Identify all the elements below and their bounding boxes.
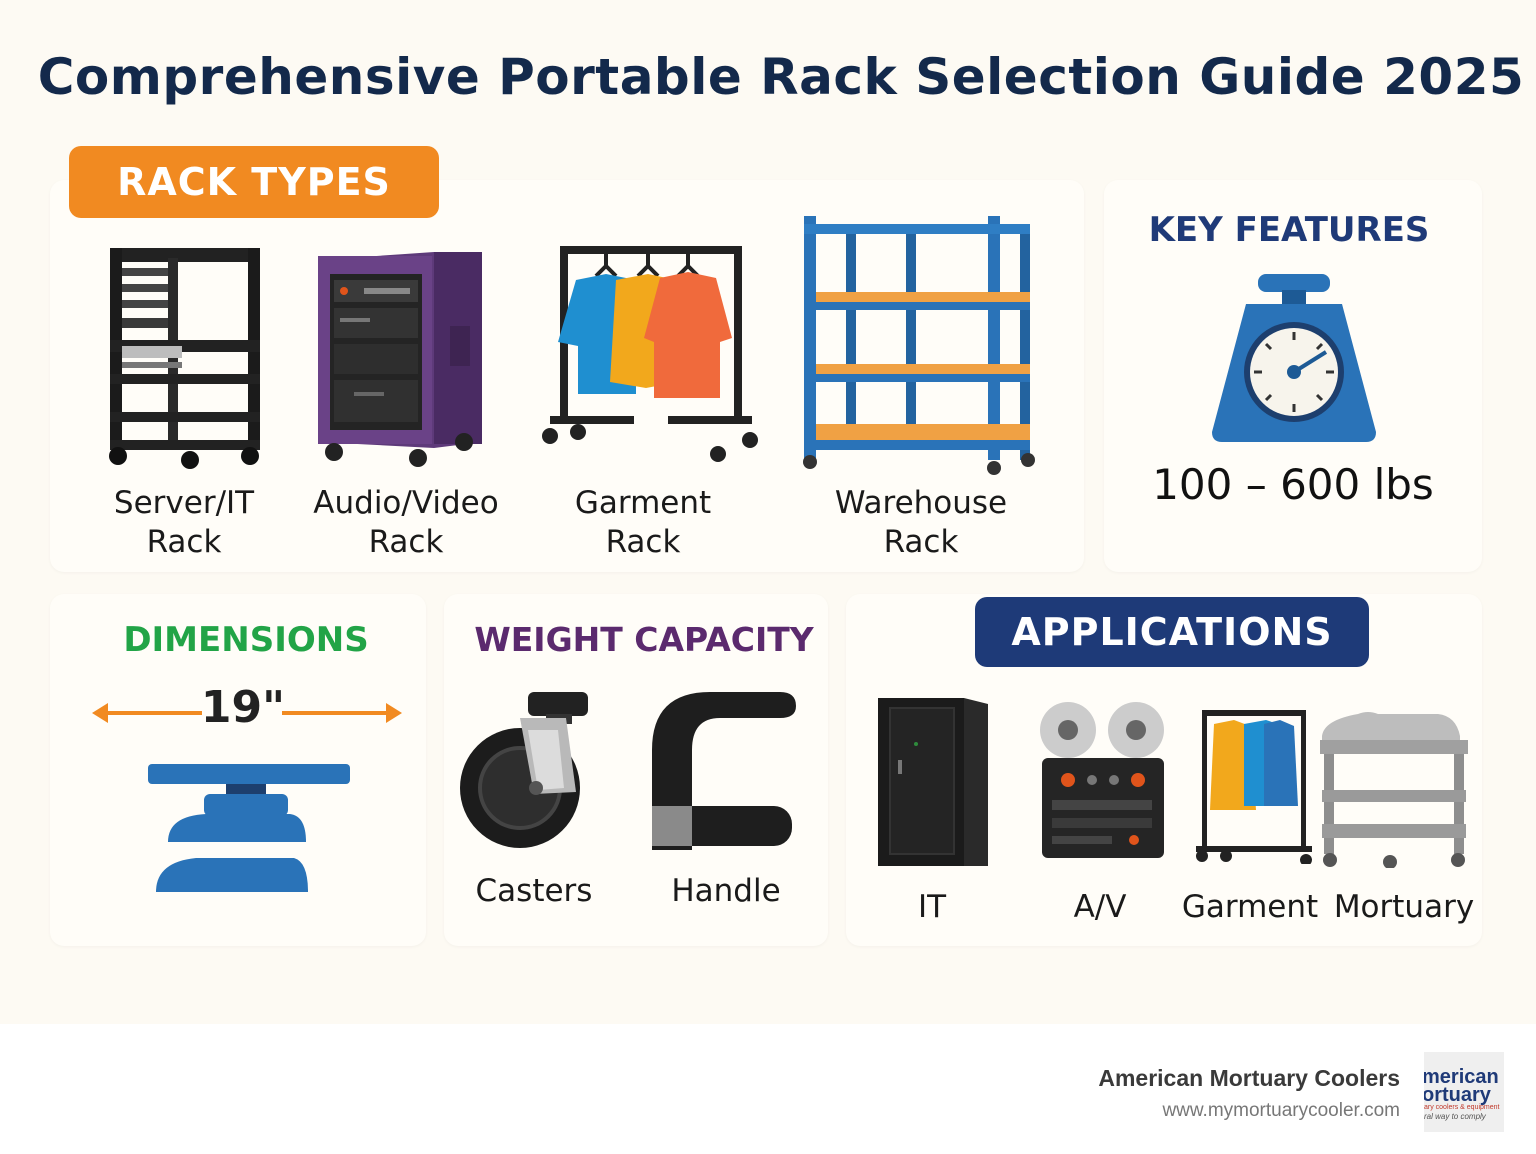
av-rack-icon — [314, 246, 484, 470]
small-garment-rack-icon — [1194, 706, 1314, 864]
reel-to-reel-icon — [1038, 700, 1168, 864]
rack-type-label-line2: Rack — [146, 524, 222, 560]
footer — [0, 1024, 1536, 1154]
app-label-garment: Garment — [1181, 889, 1319, 925]
rack-type-label-line1: Audio/Video — [313, 485, 499, 521]
server-rack-icon — [104, 244, 264, 472]
rack-type-label-line2: Rack — [883, 524, 959, 560]
garment-rack-icon — [536, 242, 766, 466]
rack-base-icon — [146, 762, 356, 896]
warehouse-rack-icon — [802, 214, 1042, 476]
company-logo: merican ortuary ary coolers & equipment … — [1424, 1052, 1504, 1132]
page-title: Comprehensive Portable Rack Selection Gu… — [37, 48, 1525, 106]
rack-type-label-line1: Garment — [574, 485, 712, 521]
rack-type-label-server: Server/IT Rack — [84, 484, 284, 562]
double-arrow-icon — [90, 698, 404, 728]
key-features-heading: KEY FEATURES — [1148, 210, 1430, 250]
applications-heading: APPLICATIONS — [975, 597, 1369, 667]
logo-line1: merican — [1424, 1066, 1499, 1088]
weight-capacity-heading: WEIGHT CAPACITY — [474, 620, 814, 659]
caster-label: Casters — [475, 873, 593, 909]
rack-type-label-warehouse: Warehouse Rack — [806, 484, 1036, 562]
dimension-width: 19" — [200, 682, 286, 733]
rack-types-heading: RACK TYPES — [69, 146, 439, 218]
handle-label: Handle — [671, 873, 781, 909]
footer-company: American Mortuary Coolers — [1098, 1065, 1400, 1091]
app-label-it: IT — [917, 889, 947, 925]
handle-icon — [650, 690, 796, 850]
mortuary-cart-icon — [1318, 710, 1470, 868]
logo-line4: ral way to comply — [1424, 1112, 1486, 1121]
it-cabinet-icon — [876, 696, 992, 872]
caster-wheel-icon — [458, 690, 594, 854]
rack-type-label-line2: Rack — [605, 524, 681, 560]
rack-type-label-line1: Warehouse — [834, 485, 1008, 521]
rack-type-label-line1: Server/IT — [113, 485, 255, 521]
capacity-range: 100 – 600 lbs — [1152, 460, 1434, 509]
app-label-av: A/V — [1073, 889, 1127, 925]
dimensions-heading: DIMENSIONS — [123, 620, 369, 660]
logo-line2: ortuary — [1424, 1084, 1491, 1106]
rack-type-label-line2: Rack — [368, 524, 444, 560]
scale-icon — [1210, 272, 1378, 444]
rack-type-label-av: Audio/Video Rack — [296, 484, 516, 562]
rack-type-label-garment: Garment Rack — [543, 484, 743, 562]
logo-line3: ary coolers & equipment — [1424, 1104, 1500, 1111]
app-label-mortuary: Mortuary — [1333, 889, 1475, 925]
footer-url[interactable]: www.mymortuarycooler.com — [1162, 1100, 1400, 1121]
